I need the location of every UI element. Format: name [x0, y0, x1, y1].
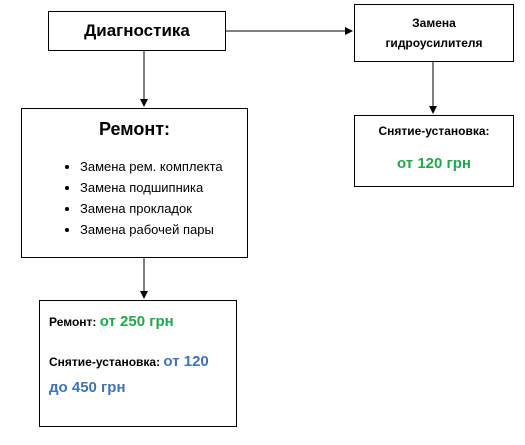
repair-price-label: Ремонт: — [49, 315, 97, 329]
removal-price-value-part2: до 450 грн — [49, 379, 126, 396]
repair-price-row: Ремонт: от 250 грн — [49, 313, 174, 330]
removal-install-box: Снятие-установка: от 120 грн — [354, 115, 514, 187]
repair-list: Замена рем. комплекта Замена подшипника … — [22, 156, 223, 240]
steering-replace-line1: Замена — [412, 16, 456, 30]
removal-install-price: от 120 грн — [397, 155, 471, 172]
removal-price-value-part1: от 120 — [163, 353, 209, 370]
prices-box: Ремонт: от 250 грн Снятие-установка: от … — [39, 300, 237, 427]
repair-list-item: Замена рем. комплекта — [80, 156, 223, 177]
steering-replace-box: Замена гидроусилителя — [354, 4, 514, 62]
removal-price-label: Снятие-установка: — [49, 355, 161, 369]
removal-price-row: Снятие-установка: от 120 до 450 грн — [49, 349, 209, 401]
repair-price-value: от 250 грн — [99, 313, 174, 330]
removal-install-label: Снятие-установка: — [378, 124, 490, 138]
repair-title: Ремонт: — [98, 119, 171, 139]
repair-list-item: Замена подшипника — [80, 177, 223, 198]
repair-list-item: Замена рабочей пары — [80, 219, 223, 240]
diagnostics-label: Диагностика — [84, 21, 190, 40]
repair-box: Ремонт: Замена рем. комплекта Замена под… — [21, 108, 248, 258]
diagnostics-box: Диагностика — [48, 11, 226, 51]
repair-list-item: Замена прокладок — [80, 198, 223, 219]
steering-replace-line2: гидроусилителя — [385, 36, 483, 50]
